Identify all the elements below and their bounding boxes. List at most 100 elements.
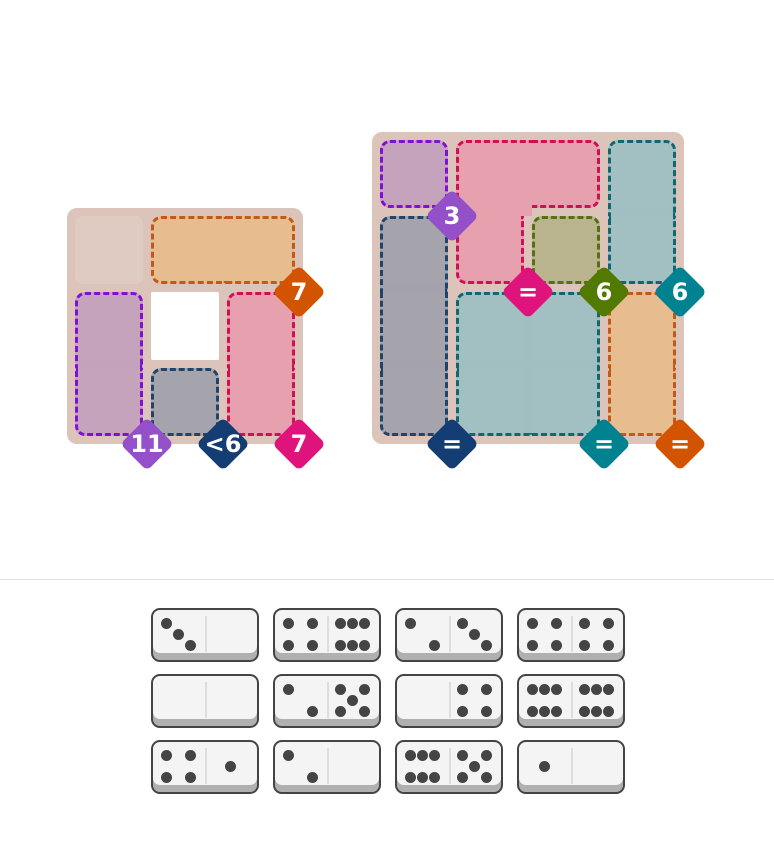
pip bbox=[603, 684, 614, 695]
pip bbox=[481, 684, 492, 695]
pip bbox=[457, 618, 468, 629]
pip bbox=[405, 618, 416, 629]
domino-divider bbox=[205, 748, 207, 784]
constraint-label: 7 bbox=[290, 278, 308, 306]
pip bbox=[551, 684, 562, 695]
domino-divider bbox=[449, 616, 451, 652]
region-pink-cell[interactable] bbox=[532, 140, 600, 208]
domino-half-0 bbox=[156, 680, 202, 720]
domino-6-5[interactable] bbox=[395, 740, 503, 794]
constraint-label: = bbox=[669, 430, 691, 458]
region-teal1-cell[interactable] bbox=[608, 140, 676, 216]
domino-2-0[interactable] bbox=[273, 740, 381, 794]
domino-divider bbox=[449, 748, 451, 784]
domino-half-4 bbox=[574, 614, 620, 654]
pip bbox=[283, 684, 294, 695]
region-olive-cell[interactable] bbox=[532, 216, 600, 284]
region-pink-cell[interactable] bbox=[227, 292, 295, 368]
domino-divider bbox=[571, 748, 573, 784]
pip bbox=[481, 706, 492, 717]
region-teal2-cell[interactable] bbox=[456, 368, 532, 436]
domino-half-0 bbox=[400, 680, 446, 720]
pip bbox=[359, 684, 370, 695]
domino-4-6[interactable] bbox=[273, 608, 381, 662]
domino-divider bbox=[571, 682, 573, 718]
pip bbox=[591, 684, 602, 695]
pip bbox=[347, 618, 358, 629]
region-purple-cell[interactable] bbox=[380, 140, 448, 208]
domino-half-6 bbox=[330, 614, 376, 654]
region-teal1-cell[interactable] bbox=[608, 216, 676, 284]
region-purple-cell[interactable] bbox=[75, 292, 143, 368]
pip bbox=[185, 750, 196, 761]
domino-half-6 bbox=[522, 680, 568, 720]
pip bbox=[481, 640, 492, 651]
region-pink-cell[interactable] bbox=[227, 368, 295, 436]
pip bbox=[359, 618, 370, 629]
region-orange-cell[interactable] bbox=[151, 216, 227, 284]
pip bbox=[527, 618, 538, 629]
domino-divider bbox=[449, 682, 451, 718]
domino-half-3 bbox=[452, 614, 498, 654]
domino-4-1[interactable] bbox=[151, 740, 259, 794]
pip bbox=[429, 772, 440, 783]
region-orange-cell[interactable] bbox=[227, 216, 295, 284]
divider bbox=[0, 579, 774, 580]
region-orange-cell[interactable] bbox=[608, 368, 676, 436]
region-purple-cell[interactable] bbox=[75, 368, 143, 436]
domino-half-4 bbox=[278, 614, 324, 654]
region-orange-cell[interactable] bbox=[608, 292, 676, 368]
constraint-label: 6 bbox=[595, 278, 613, 306]
pip bbox=[335, 618, 346, 629]
domino-3-0[interactable] bbox=[151, 608, 259, 662]
pip bbox=[335, 706, 346, 717]
pip bbox=[283, 618, 294, 629]
domino-half-6 bbox=[574, 680, 620, 720]
domino-half-2 bbox=[278, 746, 324, 786]
domino-6-6[interactable] bbox=[517, 674, 625, 728]
domino-divider bbox=[571, 616, 573, 652]
domino-0-4[interactable] bbox=[395, 674, 503, 728]
pip bbox=[307, 772, 318, 783]
board-cell[interactable] bbox=[75, 216, 143, 284]
region-teal2-cell[interactable] bbox=[532, 368, 600, 436]
pip bbox=[603, 618, 614, 629]
region-navy-cell[interactable] bbox=[380, 292, 448, 368]
domino-divider bbox=[327, 616, 329, 652]
domino-4-4[interactable] bbox=[517, 608, 625, 662]
domino-2-3[interactable] bbox=[395, 608, 503, 662]
pip bbox=[551, 640, 562, 651]
domino-half-0 bbox=[208, 614, 254, 654]
constraint-label: 6 bbox=[671, 278, 689, 306]
region-navy-cell[interactable] bbox=[151, 368, 219, 436]
region-navy-cell[interactable] bbox=[380, 216, 448, 292]
domino-half-2 bbox=[278, 680, 324, 720]
domino-1-0[interactable] bbox=[517, 740, 625, 794]
pip bbox=[579, 640, 590, 651]
domino-half-5 bbox=[452, 746, 498, 786]
domino-2-5[interactable] bbox=[273, 674, 381, 728]
domino-half-0 bbox=[208, 680, 254, 720]
constraint-label: 11 bbox=[130, 430, 164, 458]
pip bbox=[539, 684, 550, 695]
pip bbox=[185, 640, 196, 651]
pip bbox=[225, 761, 236, 772]
pip bbox=[283, 640, 294, 651]
pip bbox=[579, 684, 590, 695]
pip bbox=[527, 684, 538, 695]
pip bbox=[429, 750, 440, 761]
domino-0-0[interactable] bbox=[151, 674, 259, 728]
pip bbox=[335, 684, 346, 695]
domino-divider bbox=[327, 682, 329, 718]
region-teal2-cell[interactable] bbox=[532, 292, 600, 368]
pip bbox=[469, 629, 480, 640]
region-pink-cell[interactable] bbox=[456, 140, 532, 216]
domino-half-0 bbox=[330, 746, 376, 786]
pip bbox=[359, 706, 370, 717]
region-navy-cell[interactable] bbox=[380, 368, 448, 436]
pip bbox=[457, 772, 468, 783]
pip bbox=[481, 772, 492, 783]
domino-divider bbox=[205, 616, 207, 652]
